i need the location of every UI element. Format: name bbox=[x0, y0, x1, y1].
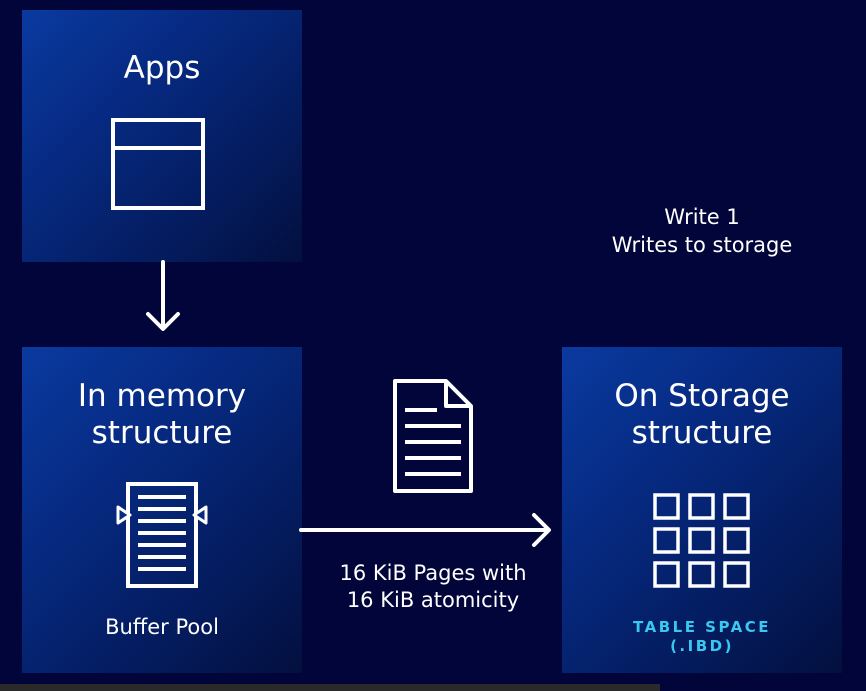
storage-title-line2: structure bbox=[631, 415, 773, 451]
write-note-line2: Writes to storage bbox=[611, 233, 793, 257]
document-icon bbox=[393, 379, 473, 493]
ibd-label: (.IBD) bbox=[670, 637, 734, 655]
right-arrow-icon bbox=[299, 513, 551, 547]
storage-title-line1: On Storage bbox=[614, 378, 790, 414]
buffer-pool-caption: Buffer Pool bbox=[105, 615, 219, 639]
table-space-label: TABLE SPACE bbox=[633, 618, 771, 636]
memory-box: In memory structure Buffer Pool bbox=[22, 347, 302, 673]
write-note-line1: Write 1 bbox=[664, 205, 740, 229]
page-transfer-line2: 16 KiB atomicity bbox=[346, 588, 520, 612]
page-transfer-line1: 16 KiB Pages with bbox=[339, 561, 527, 585]
buffer-pool-icon bbox=[116, 482, 208, 588]
app-window-icon bbox=[111, 118, 205, 210]
bottom-bar bbox=[0, 684, 660, 691]
apps-box: Apps bbox=[22, 10, 302, 262]
table-grid-icon bbox=[653, 493, 750, 588]
memory-title-line2: structure bbox=[91, 415, 233, 451]
memory-title-line1: In memory bbox=[77, 378, 247, 414]
storage-box: On Storage structure TABLE SPACE (.IBD) bbox=[562, 347, 842, 673]
down-arrow-icon bbox=[146, 260, 180, 331]
apps-title: Apps bbox=[123, 50, 201, 86]
